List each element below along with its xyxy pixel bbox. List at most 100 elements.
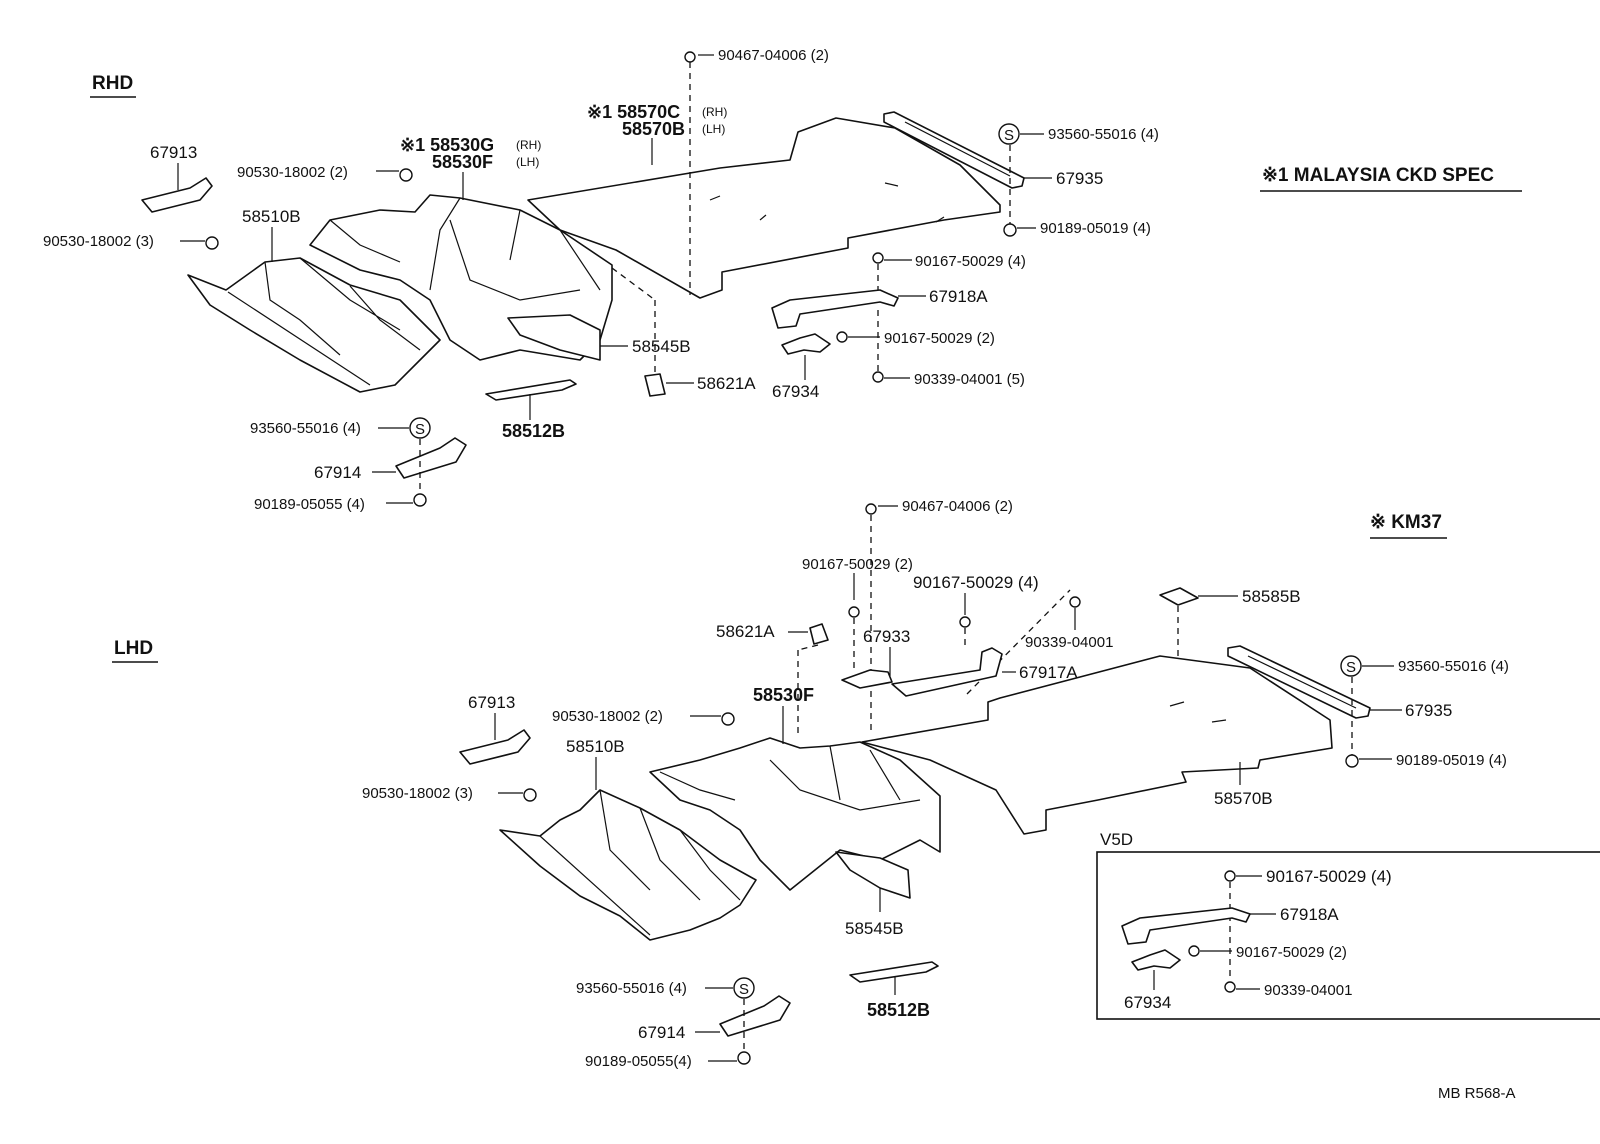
label-90467-rhd: 90467-04006 (2) bbox=[718, 47, 829, 64]
bracket-67917a bbox=[891, 647, 1003, 697]
label-67935-lhd: 67935 bbox=[1405, 701, 1452, 720]
bracket-67918a-v5d bbox=[1121, 907, 1251, 945]
label-58530f-lhd: 58530F bbox=[753, 685, 814, 705]
label-v5d: V5D bbox=[1100, 830, 1133, 849]
label-58570b-rhd: 58570B bbox=[622, 119, 685, 139]
nut-icon bbox=[1345, 754, 1359, 768]
label-90467-lhd: 90467-04006 (2) bbox=[902, 498, 1013, 515]
clip-icon bbox=[1069, 596, 1081, 608]
label-90530-2-lhd: 90530-18002 (2) bbox=[552, 708, 663, 725]
label-90530-3-rhd: 90530-18002 (3) bbox=[43, 233, 154, 250]
footer-code: MB R568-A bbox=[1438, 1085, 1516, 1102]
s-symbol-icon bbox=[998, 123, 1020, 145]
label-67914-rhd: 67914 bbox=[314, 463, 361, 482]
bracket-58621a-lhd bbox=[809, 623, 829, 645]
label-67914-lhd: 67914 bbox=[638, 1023, 685, 1042]
s-symbol-icon bbox=[409, 417, 431, 439]
plate-58512b-rhd bbox=[485, 379, 577, 401]
plate-58585b bbox=[1159, 587, 1199, 606]
clip-icon bbox=[721, 712, 735, 726]
bolt-icon bbox=[848, 606, 860, 618]
label-93560-lhd: 93560-55016 (4) bbox=[1398, 658, 1509, 675]
v5d-inset: V5D 90167-50029 (4) 67918A 90167-50029 (… bbox=[1096, 830, 1600, 1020]
clip-icon bbox=[399, 168, 413, 182]
s-symbol-text: S bbox=[415, 421, 425, 438]
tunnel-58545b-lhd bbox=[835, 851, 911, 899]
label-67913-lhd: 67913 bbox=[468, 693, 515, 712]
heading-km37: ※ KM37 bbox=[1370, 512, 1442, 533]
bolt-icon bbox=[1224, 870, 1236, 882]
label-90189-05019-lhd: 90189-05019 (4) bbox=[1396, 752, 1507, 769]
s-symbol-text: S bbox=[1346, 659, 1356, 676]
label-90339-rhd: 90339-04001 (5) bbox=[914, 371, 1025, 388]
v5d-box bbox=[1096, 851, 1600, 1020]
bolt-icon bbox=[865, 503, 877, 515]
bracket-67934-v5d bbox=[1131, 949, 1181, 971]
nut-icon bbox=[737, 1051, 751, 1065]
label-90167-2-rhd: 90167-50029 (2) bbox=[884, 330, 995, 347]
bracket-67914-rhd bbox=[395, 437, 467, 479]
s-symbol-text: S bbox=[1004, 127, 1014, 144]
label-58570c: ※1 58570C bbox=[587, 102, 680, 122]
label-90339-v5d: 90339-04001 bbox=[1264, 982, 1352, 999]
bracket-67918a bbox=[771, 289, 899, 329]
label-67933: 67933 bbox=[863, 627, 910, 646]
label-58545b-lhd: 58545B bbox=[845, 919, 904, 938]
center-floor-pan-58530f-lhd bbox=[649, 737, 941, 891]
label-90189-05055-lhd: 90189-05055(4) bbox=[585, 1053, 692, 1070]
bolt-icon bbox=[959, 616, 971, 628]
bolt-icon bbox=[872, 252, 884, 264]
label-90530-2-rhd: 90530-18002 (2) bbox=[237, 164, 348, 181]
clip-icon bbox=[523, 788, 537, 802]
label-90167-4-v5d: 90167-50029 (4) bbox=[1266, 867, 1392, 886]
lhd-section: 90467-04006 (2) 90167-50029 (2) 90167-50… bbox=[362, 498, 1509, 1070]
bracket-67914-lhd bbox=[719, 995, 791, 1037]
heading-malaysia-spec: ※1 MALAYSIA CKD SPEC bbox=[1262, 165, 1494, 186]
rear-floor-pan-lhd bbox=[861, 655, 1333, 835]
label-67917a: 67917A bbox=[1019, 663, 1078, 682]
label-67918a-v5d: 67918A bbox=[1280, 905, 1339, 924]
clip-icon bbox=[872, 371, 884, 383]
heading-rhd: RHD bbox=[92, 73, 133, 94]
heading-lhd: LHD bbox=[114, 638, 153, 659]
label-58530f-rhd: 58530F bbox=[432, 152, 493, 172]
label-67913-rhd: 67913 bbox=[150, 143, 197, 162]
label-58530f-lh: (LH) bbox=[516, 155, 539, 169]
label-58570b-lh: (LH) bbox=[702, 122, 725, 136]
label-58530g-rh: (RH) bbox=[516, 138, 541, 152]
nut-icon bbox=[1003, 223, 1017, 237]
label-58510b-lhd: 58510B bbox=[566, 737, 625, 756]
label-58512b-lhd: 58512B bbox=[867, 1000, 930, 1020]
label-93560-b-lhd: 93560-55016 (4) bbox=[576, 980, 687, 997]
rhd-section: 90467-04006 (2) ※1 58570C (RH) 58570B (L… bbox=[43, 47, 1159, 513]
s-symbol-icon bbox=[1340, 655, 1362, 677]
front-floor-pan-58510b bbox=[187, 257, 441, 393]
label-58545b-rhd: 58545B bbox=[632, 337, 691, 356]
rail-67935 bbox=[883, 111, 1025, 189]
rear-floor-pan bbox=[527, 117, 1001, 299]
bracket-58621a bbox=[644, 373, 666, 397]
label-93560-rhd: 93560-55016 (4) bbox=[1048, 126, 1159, 143]
bracket-67913-lhd bbox=[459, 729, 531, 765]
label-58621a-rhd: 58621A bbox=[697, 374, 756, 393]
label-58530g: ※1 58530G bbox=[400, 135, 494, 155]
label-67935-rhd: 67935 bbox=[1056, 169, 1103, 188]
clip-icon bbox=[1224, 981, 1236, 993]
label-67934-v5d: 67934 bbox=[1124, 993, 1171, 1012]
label-58570c-rh: (RH) bbox=[702, 105, 727, 119]
label-90167-4-lhd: 90167-50029 (4) bbox=[913, 573, 1039, 592]
plate-58512b-lhd bbox=[849, 961, 939, 983]
label-67918a-rhd: 67918A bbox=[929, 287, 988, 306]
label-58585b: 58585B bbox=[1242, 587, 1301, 606]
bracket-67933 bbox=[841, 669, 893, 689]
bracket-67913 bbox=[141, 177, 213, 213]
nut-icon bbox=[413, 493, 427, 507]
tunnel-58545b bbox=[507, 314, 601, 361]
label-90530-3-lhd: 90530-18002 (3) bbox=[362, 785, 473, 802]
label-90189-05055-rhd: 90189-05055 (4) bbox=[254, 496, 365, 513]
label-90167-2-lhd: 90167-50029 (2) bbox=[802, 556, 913, 573]
clip-icon bbox=[205, 236, 219, 250]
s-symbol-icon bbox=[733, 977, 755, 999]
front-floor-pan-58510b-lhd bbox=[499, 789, 757, 941]
